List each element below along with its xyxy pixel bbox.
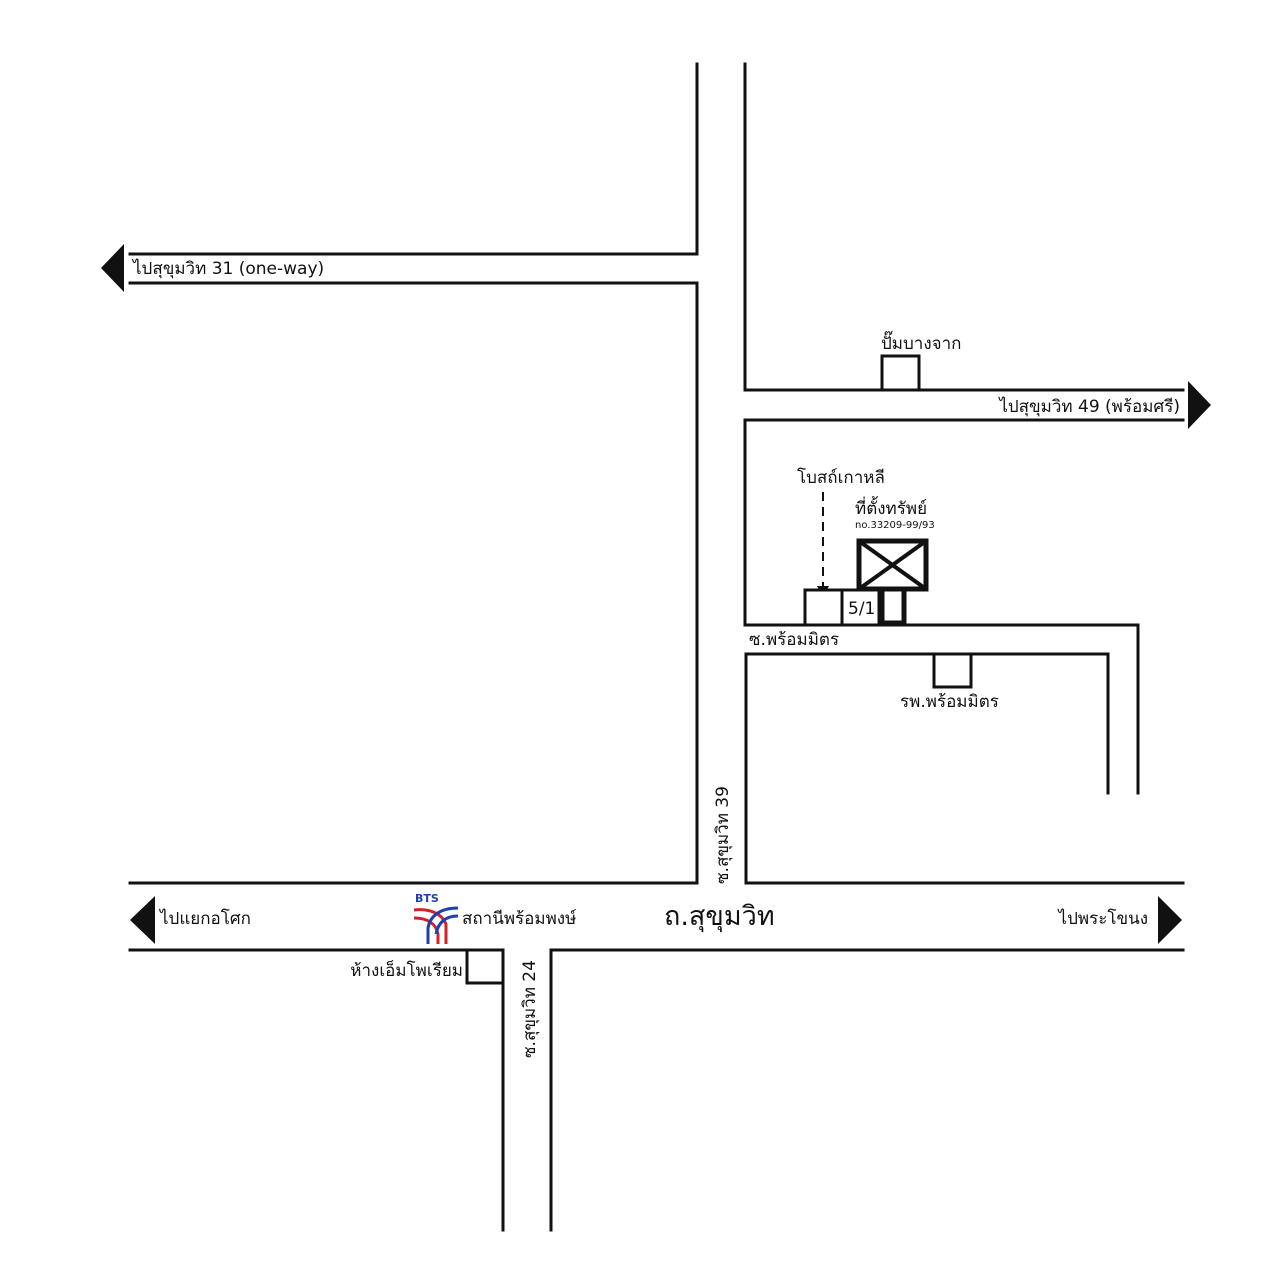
direction-asok-label: ไปแยกอโศก: [158, 908, 251, 929]
property-number-label: no.33209-99/93: [855, 520, 935, 531]
korean-church-label: โบสถ์เกาหลี: [797, 467, 885, 488]
soi-39-label: ซ.สุขุมวิท 39: [713, 786, 733, 884]
bts-station-label: สถานีพร้อมพงษ์: [462, 909, 577, 929]
sukhumvit-south-edge: [128, 948, 1185, 1232]
emporium-label: ห้างเอ็มโพเรียม: [350, 959, 463, 981]
sukhumvit-road-label: ถ.สุขุมวิท: [664, 901, 775, 933]
property-marker-icon: [856, 538, 929, 626]
arrow-left-icon: [101, 244, 124, 292]
arrow-right-icon: [1158, 896, 1182, 944]
direction-sukhumvit-31-label: ไปสุขุมวิท 31 (one-way): [131, 258, 324, 279]
arrow-right-icon: [1188, 381, 1211, 429]
soi-39-east-edge: [743, 62, 1185, 795]
hospital-label: รพ.พร้อมมิตร: [900, 692, 999, 712]
soi-39-west-edge: [128, 62, 699, 885]
korean-church-marker: [803, 588, 844, 627]
svg-text:BTS: BTS: [415, 892, 439, 905]
hospital-marker: [932, 652, 973, 689]
emporium-marker: [465, 948, 505, 985]
direction-phra-khanong-label: ไปพระโขนง: [1057, 908, 1148, 929]
property-location-label: ที่ตั้งทรัพย์: [855, 496, 927, 519]
bts-logo-icon: BTS: [413, 892, 459, 944]
bangchak-station-label: ปั๊มบางจาก: [881, 330, 961, 354]
soi-phrom-mit-label: ซ.พร้อมมิตร: [749, 630, 839, 650]
road-network: [128, 62, 1185, 1232]
arrow-left-icon: [130, 896, 155, 944]
soi-24-label: ซ.สุขุมวิท 24: [520, 960, 540, 1058]
soi-phrom-mit-south-edge: [744, 652, 1185, 885]
bangchak-station-marker: [880, 354, 921, 392]
house-5-1-label: 5/1: [848, 599, 875, 619]
direction-sukhumvit-49-label: ไปสุขุมวิท 49 (พร้อมศรี): [997, 396, 1180, 417]
